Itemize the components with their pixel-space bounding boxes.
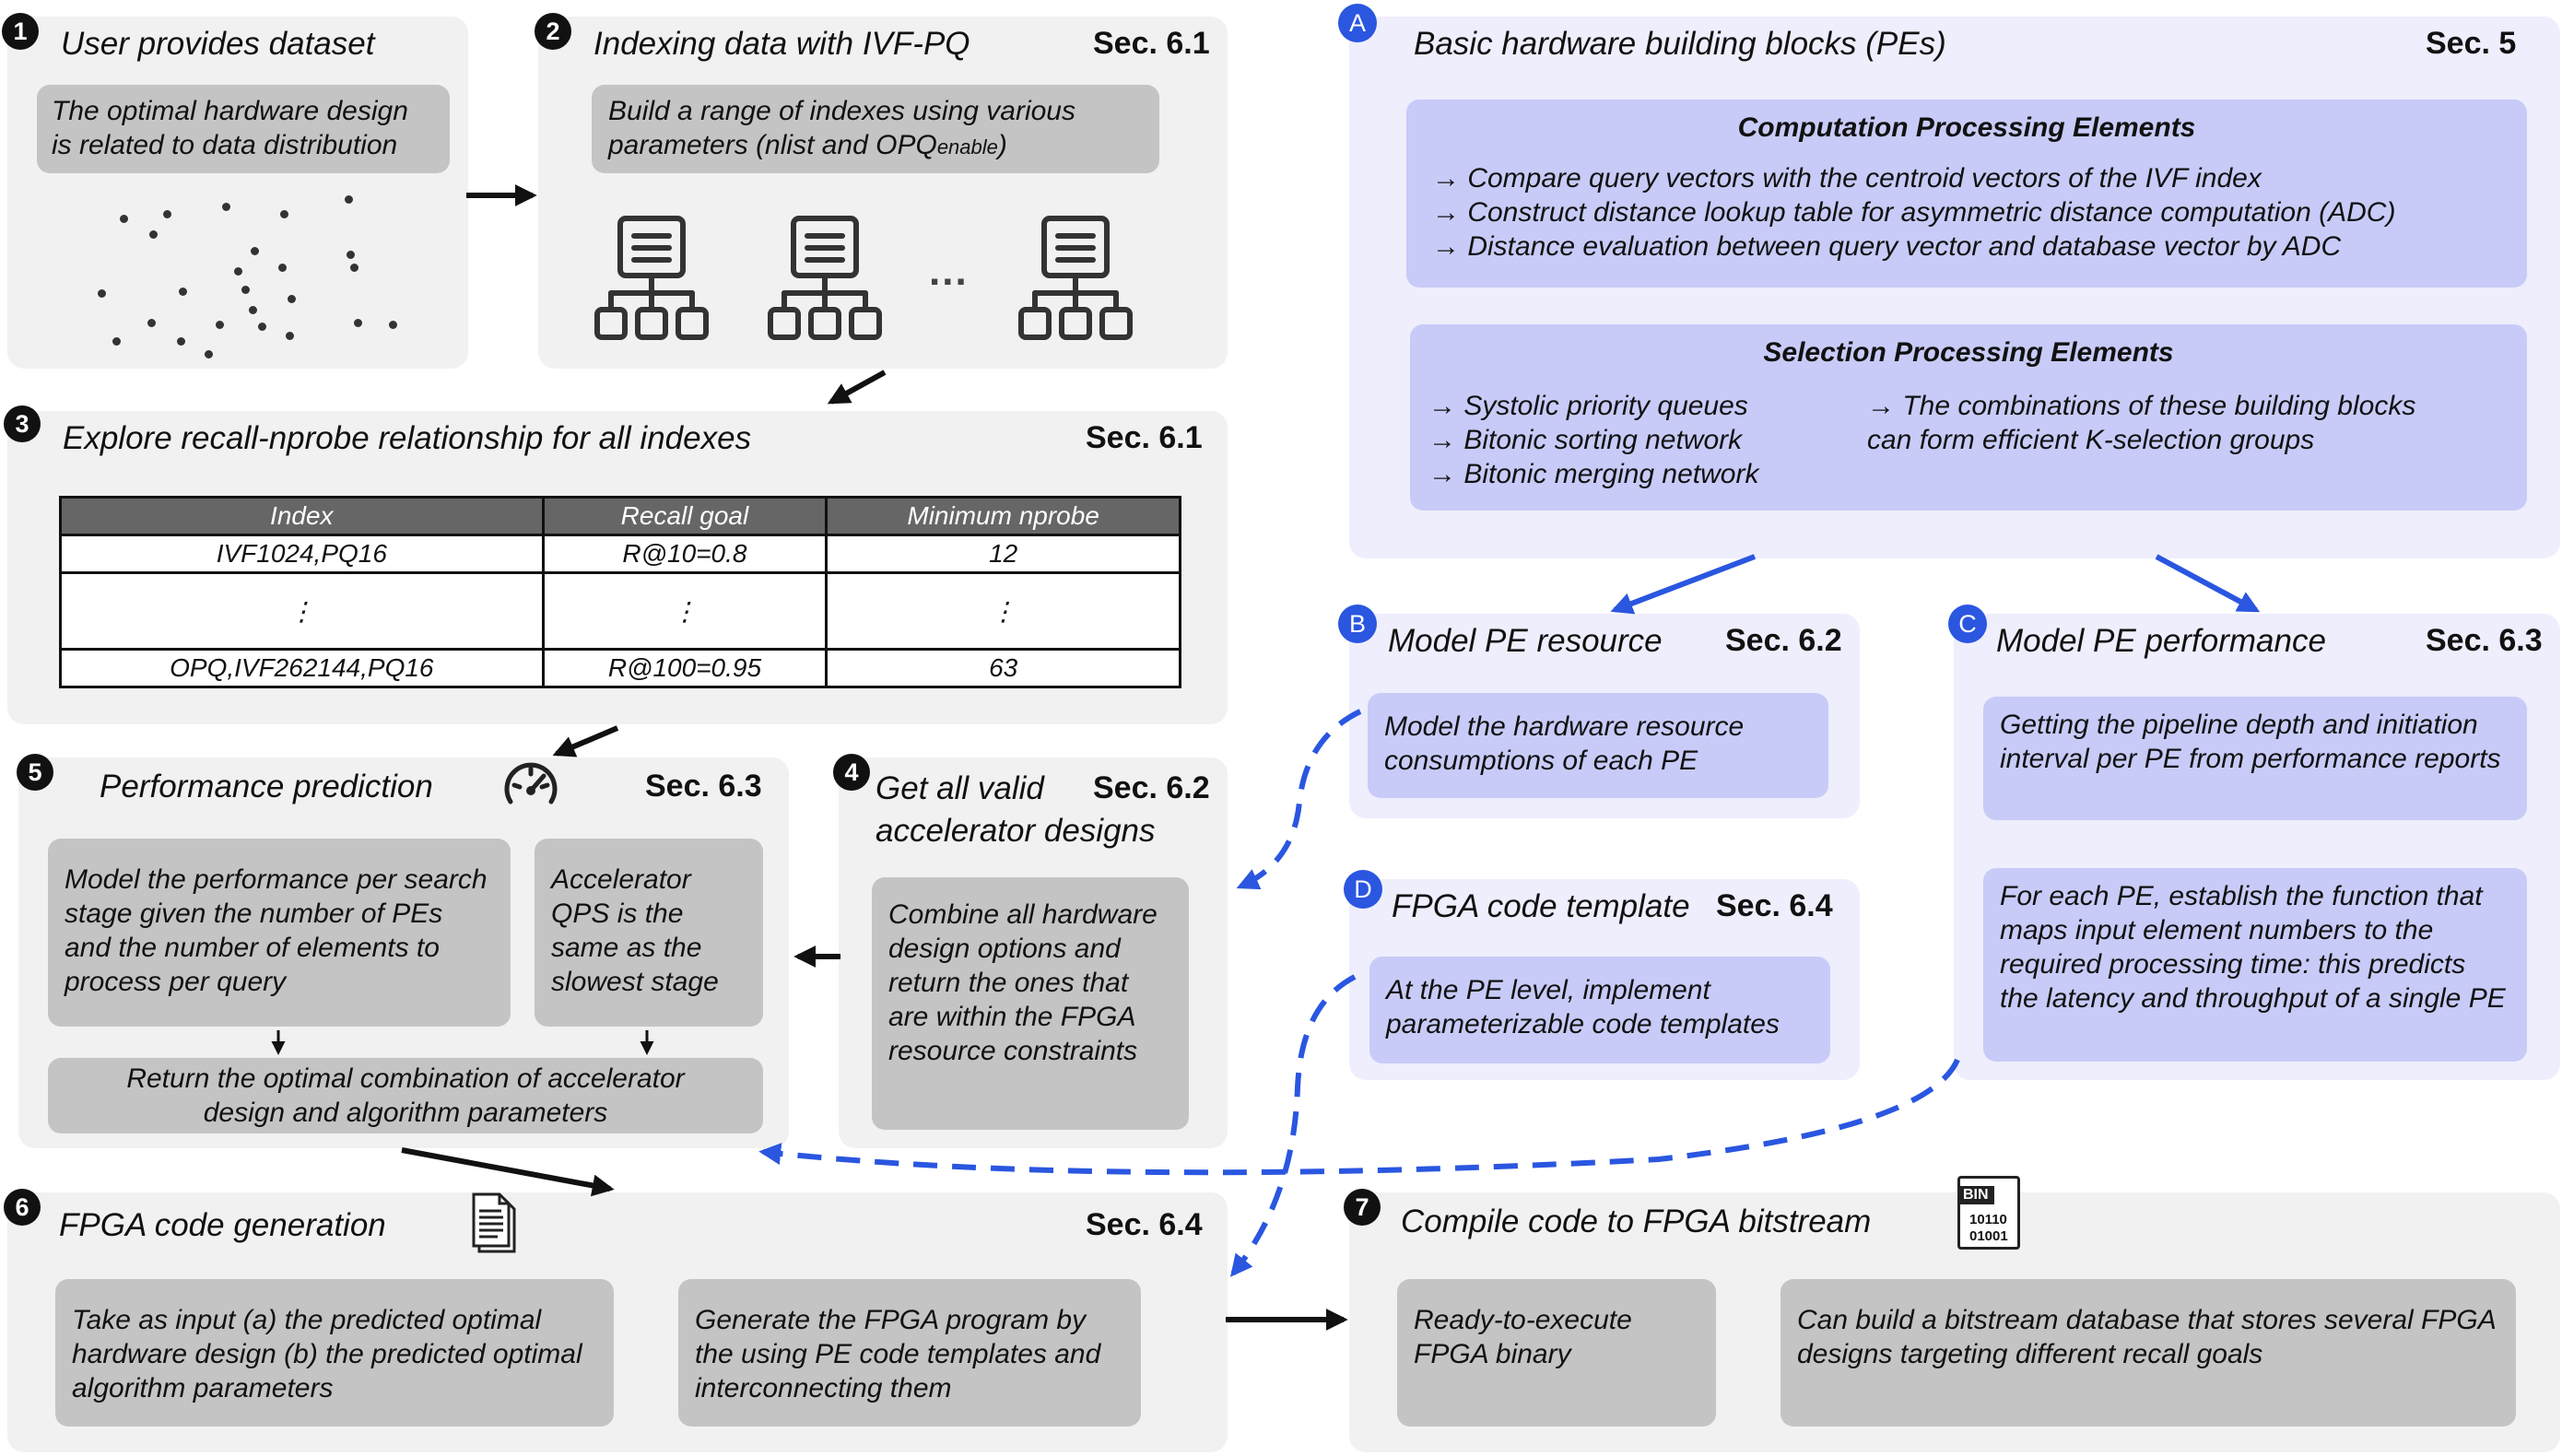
table-cell: ⋮	[541, 571, 829, 651]
step1-panel	[7, 17, 468, 369]
step2-box-sub: enable	[936, 135, 998, 159]
partA-section: Sec. 5	[2426, 26, 2517, 61]
document-icon	[472, 1192, 516, 1253]
computation-pe-item: → Compare query vectors with the centroi…	[1432, 163, 2262, 194]
step5-box-model: Model the performance per search stage g…	[48, 839, 511, 1027]
step6-section: Sec. 6.4	[1086, 1207, 1203, 1242]
step2-number: 2	[535, 13, 571, 50]
arrow-3-to-5	[552, 725, 619, 757]
step6-number: 6	[4, 1189, 41, 1226]
step5-section: Sec. 6.3	[645, 769, 762, 804]
step4-title-line2: accelerator designs	[876, 813, 1156, 849]
step2-box-end: )	[997, 130, 1007, 160]
partA-title: Basic hardware building blocks (PEs)	[1414, 26, 1946, 62]
selection-pe-note: → The combinations of these building blo…	[1867, 391, 2416, 421]
step4-title-line1: Get all valid	[876, 770, 1044, 806]
computation-pe-box: Computation Processing Elements → Compar…	[1406, 100, 2527, 288]
arrow-C-to-5	[758, 1058, 1960, 1176]
table-cell: R@10=0.8	[541, 534, 829, 574]
index-tree-icon	[594, 216, 709, 340]
table-cell: R@100=0.95	[541, 648, 829, 688]
step2-section: Sec. 6.1	[1093, 26, 1210, 61]
partD-letter: D	[1344, 870, 1382, 909]
step2-box: Build a range of indexes using various p…	[592, 85, 1159, 173]
partD-box: At the PE level, implement parameterizab…	[1369, 957, 1830, 1063]
binary-file-digits-1: 10110	[1969, 1212, 2007, 1227]
index-tree-icon	[1018, 216, 1133, 340]
arrow-A-to-B	[1610, 554, 1757, 615]
step5-number: 5	[17, 754, 53, 791]
speedometer-icon	[504, 762, 558, 804]
computation-pe-item: → Construct distance lookup table for as…	[1432, 197, 2396, 228]
step7-box-database: Can build a bitstream database that stor…	[1780, 1279, 2516, 1427]
partC-title: Model PE performance	[1996, 623, 2326, 659]
selection-pe-item: → Bitonic sorting network	[1428, 425, 1743, 455]
step5-box-qps: Accelerator QPS is the same as the slowe…	[535, 839, 763, 1027]
index-ellipsis: ...	[929, 249, 969, 294]
step1-title: User provides dataset	[61, 26, 375, 62]
computation-pe-item: → Distance evaluation between query vect…	[1432, 231, 2342, 262]
partD-section: Sec. 6.4	[1716, 888, 1833, 923]
step1-number: 1	[2, 13, 39, 50]
partA-letter: A	[1338, 4, 1377, 42]
arrow-2-to-3	[827, 370, 887, 405]
step6-box-input: Take as input (a) the predicted optimal …	[55, 1279, 614, 1427]
step3-number: 3	[4, 405, 41, 442]
computation-pe-title: Computation Processing Elements	[1737, 112, 2196, 143]
partB-section: Sec. 6.2	[1725, 623, 1842, 658]
table-cell: 12	[825, 534, 1181, 574]
step4-number: 4	[833, 754, 870, 791]
table-cell: IVF1024,PQ16	[59, 534, 545, 574]
table-row: OPQ,IVF262144,PQ16 R@100=0.95 63	[59, 648, 1181, 688]
table-header: Recall goal	[541, 496, 829, 536]
table-row: IVF1024,PQ16 R@10=0.8 12	[59, 534, 1181, 574]
partB-title: Model PE resource	[1388, 623, 1663, 659]
table-header: Minimum nprobe	[825, 496, 1181, 536]
partC-section: Sec. 6.3	[2426, 623, 2543, 658]
partB-box: Model the hardware resource consumptions…	[1368, 693, 1828, 798]
step4-box: Combine all hardware design options and …	[872, 877, 1189, 1130]
binary-file-icon: BIN 10110 01001	[1957, 1176, 2020, 1250]
recall-nprobe-table: Index Recall goal Minimum nprobe IVF1024…	[59, 496, 1181, 688]
selection-pe-box: Selection Processing Elements → Systolic…	[1410, 324, 2527, 511]
step6-box-generate: Generate the FPGA program by the using P…	[678, 1279, 1141, 1427]
table-header: Index	[59, 496, 545, 536]
selection-pe-item: → Systolic priority queues	[1428, 391, 1748, 421]
arrow-B-to-4	[1236, 709, 1362, 890]
step3-section: Sec. 6.1	[1086, 420, 1203, 455]
selection-pe-note: can form efficient K-selection groups	[1867, 425, 2315, 455]
table-row: ⋮ ⋮ ⋮	[59, 571, 1181, 651]
step7-title: Compile code to FPGA bitstream	[1401, 1204, 1872, 1239]
step6-title: FPGA code generation	[59, 1207, 386, 1243]
step2-box-text: Build a range of indexes using various p…	[608, 96, 1075, 160]
table-cell: ⋮	[825, 571, 1181, 651]
partC-box-pipeline: Getting the pipeline depth and initiatio…	[1983, 697, 2527, 820]
step1-box: The optimal hardware design is related t…	[37, 85, 450, 173]
index-tree-icon	[768, 216, 882, 340]
step7-box-binary: Ready-to-execute FPGA binary	[1397, 1279, 1716, 1427]
table-cell: 63	[825, 648, 1181, 688]
partB-letter: B	[1338, 605, 1377, 643]
arrow-D-to-6	[1229, 974, 1357, 1277]
binary-file-digits-2: 01001	[1969, 1228, 2008, 1244]
partD-title: FPGA code template	[1392, 888, 1690, 924]
partC-box-function: For each PE, establish the function that…	[1983, 868, 2527, 1062]
partC-letter: C	[1948, 605, 1987, 643]
binary-file-tag: BIN	[1957, 1186, 1994, 1204]
table-cell: ⋮	[59, 571, 545, 651]
step3-title: Explore recall-nprobe relationship for a…	[63, 420, 752, 456]
step4-section: Sec. 6.2	[1093, 770, 1210, 805]
arrow-A-to-C	[2155, 554, 2261, 613]
selection-pe-title: Selection Processing Elements	[1763, 337, 2174, 368]
step5-box-result: Return the optimal combination of accele…	[48, 1058, 763, 1133]
table-cell: OPQ,IVF262144,PQ16	[59, 648, 545, 688]
step7-number: 7	[1344, 1189, 1381, 1226]
arrow-5-to-6	[401, 1147, 615, 1197]
step5-title: Performance prediction	[100, 769, 433, 804]
step2-title: Indexing data with IVF-PQ	[593, 26, 970, 62]
selection-pe-item: → Bitonic merging network	[1428, 459, 1759, 489]
